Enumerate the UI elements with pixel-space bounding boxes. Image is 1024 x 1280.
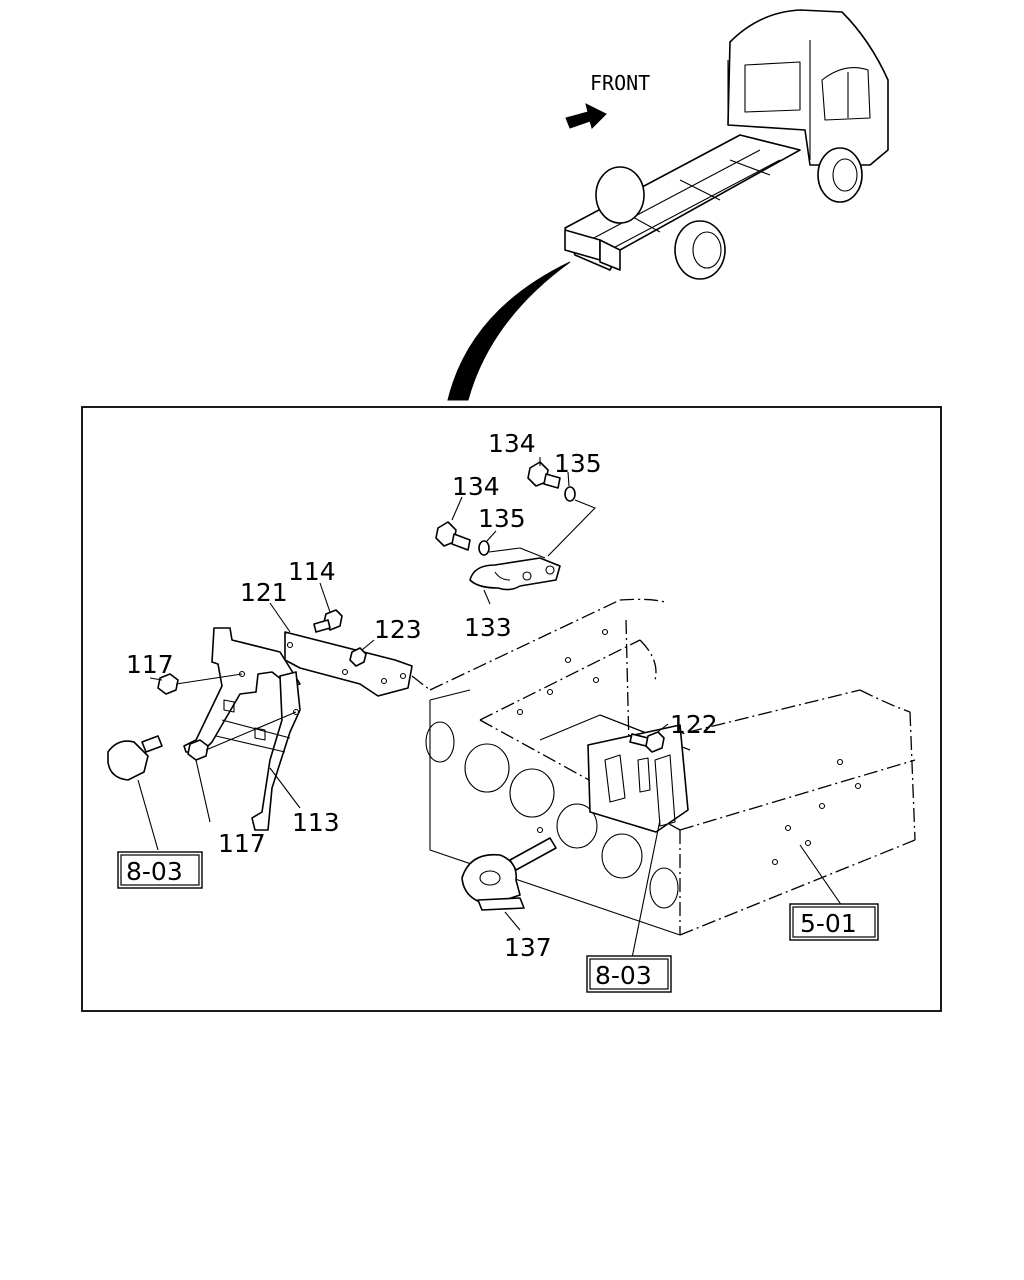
trailer-socket [107,735,163,781]
callout-122: 122 [670,710,718,739]
bracket-113 [183,627,301,831]
callout-137: 137 [504,933,552,962]
leader-lines [137,457,843,959]
callout-133: 133 [464,613,512,642]
callout-135-lower: 135 [478,504,526,533]
svg-text:8-03: 8-03 [595,961,652,990]
detail-view-frame [81,406,942,1012]
callout-117-lower: 117 [218,829,266,858]
chassis-frame-rails [425,598,916,936]
connector-plate [587,724,689,833]
bracket-121 [284,631,431,697]
towing-hook-133 [469,547,561,591]
bolt-122 [629,731,665,753]
callout-113: 113 [292,808,340,837]
reference-box-8-03-right: 8-03 [586,955,672,993]
towing-hook-137 [461,837,557,911]
bolt-114 [313,609,343,633]
callout-135-upper: 135 [554,449,602,478]
reference-box-8-03-left: 8-03 [117,851,203,889]
callout-134-upper: 134 [488,429,536,458]
truck-overview-illustration [564,9,889,280]
svg-text:5-01: 5-01 [800,909,857,938]
reference-box-5-01: 5-01 [789,903,879,941]
callout-134-lower: 134 [452,472,500,501]
callout-117-upper: 117 [126,650,174,679]
front-arrow-icon [565,103,607,129]
callout-114: 114 [288,557,336,586]
callout-121: 121 [240,578,288,607]
svg-text:8-03: 8-03 [126,857,183,886]
nut-123 [349,647,367,667]
nuts-117 [157,673,297,761]
callout-123: 123 [374,615,422,644]
front-direction-indicator: FRONT [565,71,650,129]
zoom-pointer-arrow [447,261,571,401]
front-label: FRONT [590,71,650,95]
